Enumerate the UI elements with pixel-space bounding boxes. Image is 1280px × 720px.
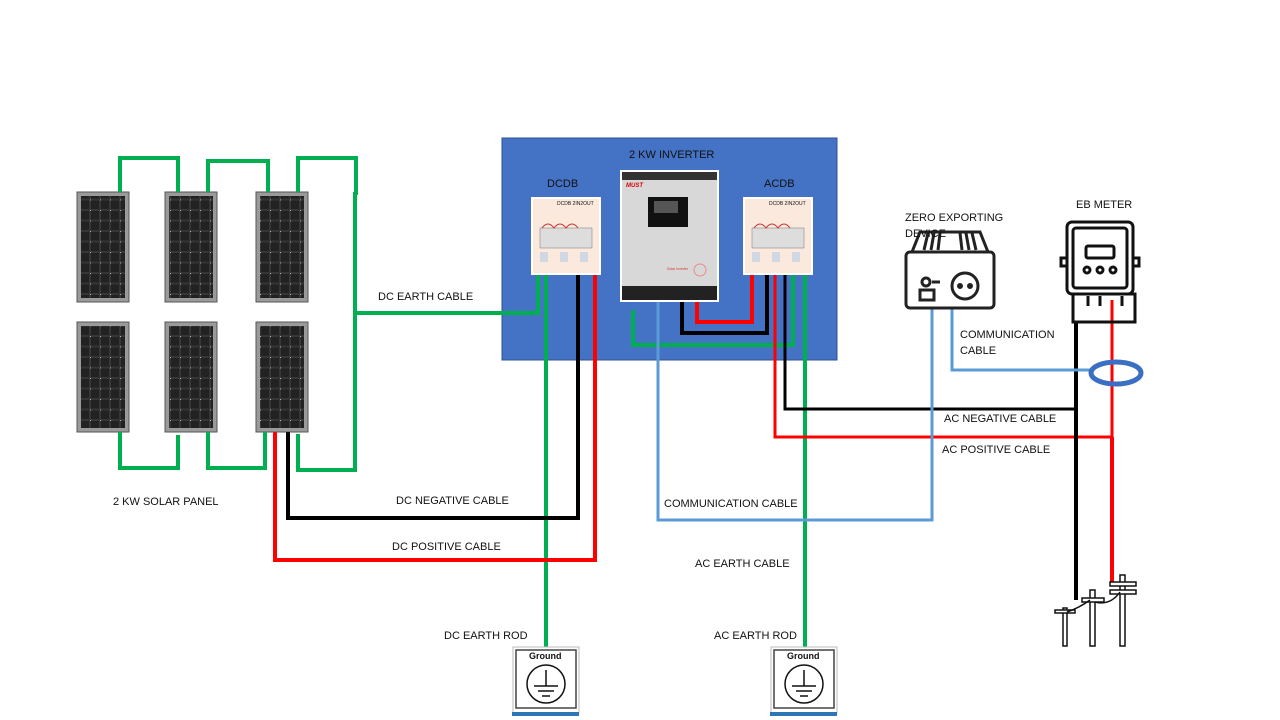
ct-ring-icon [1088, 359, 1144, 387]
utility-pole-icon [1054, 574, 1137, 647]
dc-positive-cable [273, 274, 597, 562]
ground-ac-label: Ground [787, 651, 820, 661]
inverter-ac-negative [680, 274, 769, 335]
ground-symbol-icon [770, 646, 838, 716]
dc-earth-cable-label: DC EARTH CABLE [378, 291, 474, 303]
inverter-caption: Solar Inverter [667, 267, 689, 271]
energy-meter-icon [1059, 220, 1141, 324]
solar-panel-icon [164, 191, 218, 303]
dc-positive-cable-label: DC POSITIVE CABLE [392, 541, 501, 553]
zero-device-label-line1: ZERO EXPORTING [905, 212, 1004, 224]
ground-dc-label: Ground [529, 651, 562, 661]
zero-device-label-line2: DEVICE [905, 228, 946, 240]
ac-earth-rod-label: AC EARTH ROD [714, 630, 797, 642]
distribution-board-icon [743, 197, 813, 275]
solar-panel-icon [76, 321, 130, 433]
inverter-brand: MUST [626, 183, 643, 189]
acdb-label: ACDB [764, 178, 795, 190]
dc-earth-rod-label: DC EARTH ROD [444, 630, 528, 642]
ac-earth-cable-label: AC EARTH CABLE [695, 558, 790, 570]
ground-symbol-icon [512, 646, 580, 716]
zero-export-device-icon [904, 230, 996, 310]
solar-panel-icon [255, 321, 309, 433]
eb-meter-label: EB METER [1076, 199, 1133, 211]
solar-panel-icon [164, 321, 218, 433]
dc-negative-cable-label: DC NEGATIVE CABLE [396, 495, 509, 507]
ac-positive-cable-label: AC POSITIVE CABLE [942, 444, 1051, 456]
ct-communication-cable [950, 308, 1092, 372]
solar-panel-label: 2 KW SOLAR PANEL [113, 496, 219, 508]
solar-panel-array [76, 191, 309, 433]
communication-cable [656, 300, 934, 522]
ac-negative-cable [783, 274, 1076, 411]
earth-cables [118, 156, 807, 647]
acdb-plate: DCDB 2IN2OUT [769, 201, 806, 207]
ac-positive-cable [773, 274, 1114, 439]
dc-earth-cable [355, 274, 540, 315]
distribution-board-icon [531, 197, 601, 275]
dc-negative-cable [286, 274, 580, 520]
communication-cable-label: COMMUNICATION CABLE [664, 498, 798, 510]
solar-panel-icon [255, 191, 309, 303]
dcdb-plate: DCDB 2IN2OUT [557, 201, 594, 207]
comm-cable-label-line1: COMMUNICATION [960, 329, 1055, 341]
comm-cable-label-line2: CABLE [960, 345, 997, 357]
inverter-icon [620, 170, 719, 302]
ac-negative-cable-label: AC NEGATIVE CABLE [944, 413, 1057, 425]
inverter-label: 2 KW INVERTER [629, 149, 715, 161]
inverter-ac-positive [695, 274, 754, 324]
solar-panel-icon [76, 191, 130, 303]
dcdb-label: DCDB [547, 178, 579, 190]
